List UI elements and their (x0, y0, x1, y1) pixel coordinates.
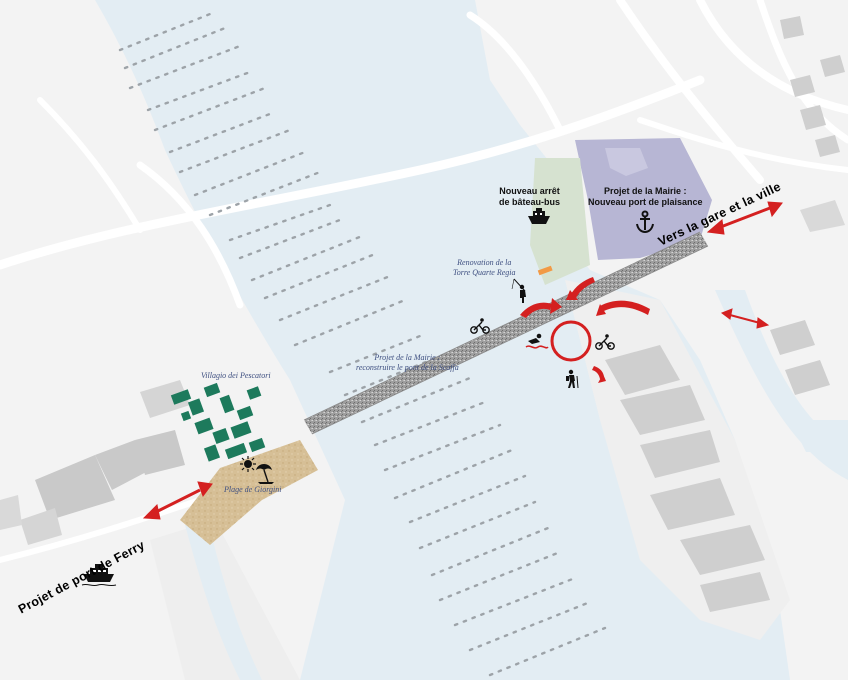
arrow-gare-head-right (767, 201, 783, 218)
curved-arrows (520, 277, 650, 383)
label-pont: Projet de la Mairie : reconstruire le po… (356, 353, 459, 373)
moorings (118, 12, 607, 677)
label-torre-line2: Torre Quarte Regia (453, 268, 516, 277)
curved-arrow-3 (600, 300, 650, 315)
buildings-east (605, 16, 845, 612)
curved-arrow-4-head (598, 374, 606, 383)
arrow-east (729, 314, 761, 324)
arrow-east-head-left (720, 308, 733, 320)
activity-hub-circle (550, 320, 592, 362)
park-feature (537, 265, 553, 276)
label-bateau-bus: Nouveau arrêt de bâteau-bus (499, 186, 560, 208)
arrow-east-head-right (756, 317, 770, 329)
arrow-ferry (155, 488, 201, 514)
village-buildings (170, 382, 266, 462)
label-plaisance-line1: Projet de la Mairie : (604, 186, 687, 196)
beach (180, 440, 318, 545)
fisherman-icon (511, 278, 526, 303)
arrows (142, 201, 783, 520)
label-torre-line1: Renovation de la (457, 258, 512, 267)
label-bateau-bus-line2: de bâteau-bus (499, 197, 561, 207)
label-torre: Renovation de la Torre Quarte Regia (453, 258, 516, 278)
curved-arrow-2-head (566, 290, 578, 300)
hiker-icon (566, 369, 579, 389)
ship-icon (528, 208, 550, 224)
channel-east-lower (790, 420, 848, 452)
label-plaisance-line2: Nouveau port de plaisance (588, 197, 703, 207)
arrow-gare (717, 206, 771, 230)
umbrella-icon (256, 464, 274, 484)
label-plaisance: Projet de la Mairie : Nouveau port de pl… (588, 186, 703, 208)
curved-arrow-3-head (596, 304, 606, 316)
curved-arrow-1-head (550, 298, 562, 314)
marina-basin (605, 148, 648, 176)
label-bateau-bus-line1: Nouveau arrêt (499, 186, 560, 196)
marina (575, 138, 712, 260)
cyclist-icon-2 (595, 334, 615, 350)
curved-arrow-4 (592, 366, 604, 379)
label-pont-line2: reconstruire le pont de la Scaffa (356, 363, 459, 372)
land-west (0, 0, 345, 680)
label-villaggio: Villagio dei Pescatori (201, 371, 271, 380)
park (530, 158, 590, 285)
sun-icon (240, 456, 256, 472)
arrow-ferry-head-right (197, 481, 213, 498)
swimmer-icon (525, 333, 549, 349)
anchor-icon (636, 210, 654, 234)
ferry-icon (81, 564, 117, 587)
bridge (303, 231, 709, 435)
curved-arrow-2 (570, 277, 595, 298)
arrow-gare-head-left (706, 219, 725, 235)
label-plage: Plage de Giorgini (224, 485, 282, 494)
channel-west (185, 520, 262, 680)
arrow-ferry-head-left (142, 503, 161, 520)
curved-arrow-1 (520, 302, 552, 318)
cyclist-icon (470, 318, 490, 334)
buildings-west (0, 380, 190, 545)
label-pont-line1: Projet de la Mairie : (374, 353, 441, 362)
